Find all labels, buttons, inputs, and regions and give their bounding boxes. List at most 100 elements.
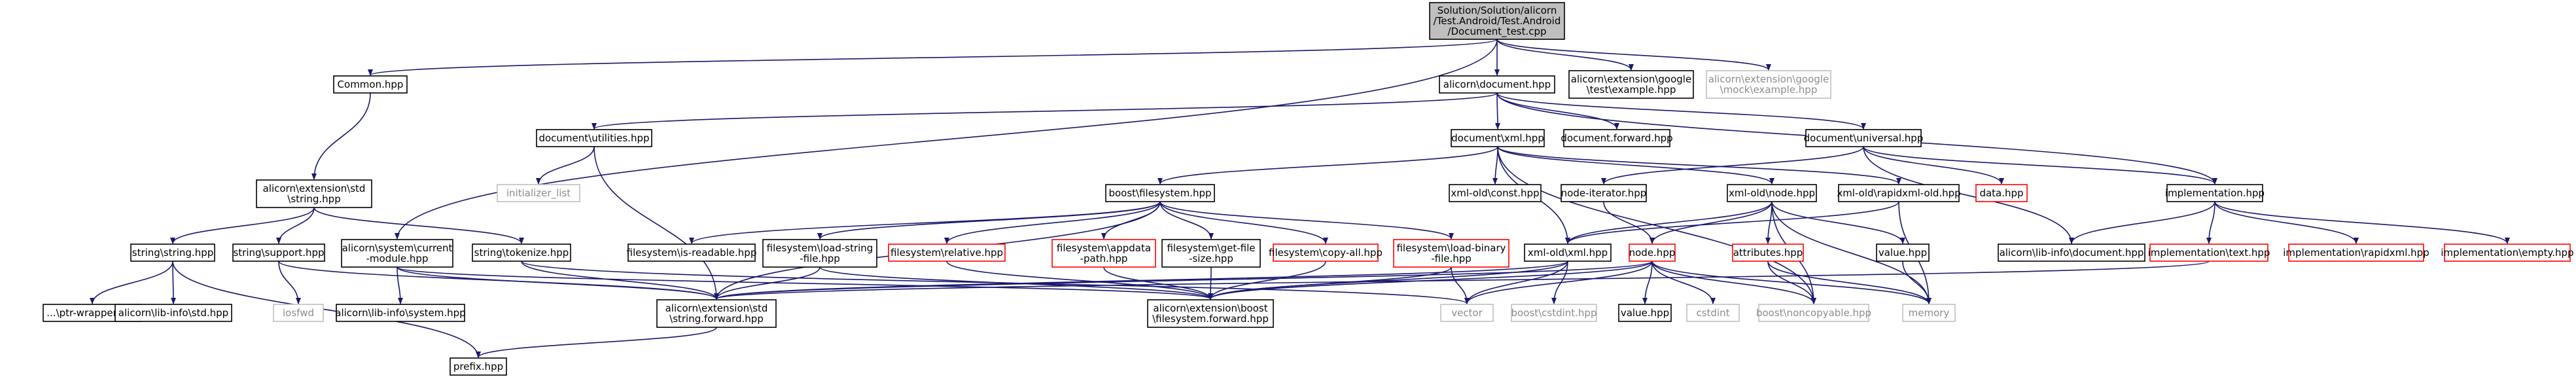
node-box xyxy=(115,304,232,322)
node-iosfwd[interactable]: iosfwd xyxy=(273,304,324,322)
edge-syscur-to-libsys xyxy=(397,266,403,304)
node-fscopy[interactable]: filesystem\copy-all.hpp xyxy=(1269,244,1383,262)
node-box xyxy=(1393,239,1509,268)
node-strtok[interactable]: string\tokenize.hpp xyxy=(472,244,571,262)
node-libdoc[interactable]: alicorn\lib-info\document.hpp xyxy=(1998,244,2145,262)
node-fsrel[interactable]: filesystem\relative.hpp xyxy=(888,244,1006,262)
node-impltext[interactable]: implementation\text.hpp xyxy=(2148,244,2270,262)
node-boostfs[interactable]: boost\filesystem.hpp xyxy=(1105,184,1215,202)
edge-fsappdata-to-boostfwd xyxy=(1103,266,1213,300)
node-root[interactable]: Solution/Solution/alicorn/Test.Android/T… xyxy=(1429,2,1565,40)
node-box xyxy=(2444,244,2571,262)
node-data[interactable]: data.hpp xyxy=(1975,184,2028,202)
node-label: xml-old\rapidxml-old.hpp xyxy=(1837,187,1960,199)
node-nodeiter[interactable]: node-iterator.hpp xyxy=(1561,184,1647,202)
node-label: boost\filesystem.hpp xyxy=(1108,187,1211,199)
node-label: filesystem\relative.hpp xyxy=(891,247,1003,259)
node-valuehpp1[interactable]: value.hpp xyxy=(1876,244,1930,262)
node-syscur[interactable]: alicorn\system\current-module.hpp xyxy=(341,239,453,268)
edge-impl-to-libdoc xyxy=(2069,201,2215,244)
node-vector[interactable]: vector xyxy=(1440,304,1494,322)
node-impl[interactable]: implementation.hpp xyxy=(2165,184,2265,202)
node-gtest[interactable]: alicorn\extension\google\test\example.hp… xyxy=(1568,70,1694,99)
node-libsys[interactable]: alicorn\lib-info\system.hpp xyxy=(335,304,466,322)
node-label: alicorn\system\current xyxy=(342,242,453,254)
node-libstd[interactable]: alicorn\lib-info\std.hpp xyxy=(115,304,232,322)
node-fsisread[interactable]: filesystem\is-readable.hpp xyxy=(627,244,757,262)
node-xml[interactable]: document\xml.hpp xyxy=(1451,129,1545,147)
node-boostfwd[interactable]: alicorn\extension\boost\filesystem.forwa… xyxy=(1147,299,1274,328)
node-xmloldnode[interactable]: xml-old\node.hpp xyxy=(1727,184,1817,202)
node-fsloadbin[interactable]: filesystem\load-binary-file.hpp xyxy=(1393,239,1509,268)
node-label: \string.forward.hpp xyxy=(669,313,764,325)
node-cstdint_b[interactable]: boost\cstdint.hpp xyxy=(1511,304,1597,322)
node-label: data.hpp xyxy=(1979,187,2023,199)
edge-boostfs-to-fsloadstr xyxy=(817,201,1161,240)
node-fsappdata[interactable]: filesystem\appdata-path.hpp xyxy=(1051,239,1156,268)
node-noncopy[interactable]: boost\noncopyable.hpp xyxy=(1756,304,1871,322)
node-box xyxy=(1440,304,1494,322)
edge-syscur-to-strfwd xyxy=(397,266,719,300)
node-memory[interactable]: memory xyxy=(1902,304,1956,322)
node-attrs[interactable]: attributes.hpp xyxy=(1732,244,1804,262)
edge-root-to-syscur xyxy=(395,39,1498,240)
node-implempty[interactable]: implementation\empty.hpp xyxy=(2441,244,2574,262)
node-box xyxy=(1629,244,1676,262)
node-box xyxy=(627,244,756,262)
node-strstring[interactable]: string\string.hpp xyxy=(130,244,215,262)
edge-universal-to-impl xyxy=(1863,146,2217,185)
node-label: document\xml.hpp xyxy=(1451,132,1544,144)
node-strsupport[interactable]: string\support.hpp xyxy=(232,244,325,262)
node-rapid[interactable]: xml-old\rapidxml-old.hpp xyxy=(1837,184,1961,202)
node-label: implementation\rapidxml.hpp xyxy=(2283,247,2429,259)
node-cstdint[interactable]: cstdint xyxy=(1686,304,1740,322)
node-label: \string.hpp xyxy=(287,193,340,205)
node-box xyxy=(2288,244,2424,262)
node-label: Solution/Solution/alicorn xyxy=(1438,5,1557,16)
node-label: memory xyxy=(1909,307,1950,319)
node-prefix[interactable]: prefix.hpp xyxy=(450,357,507,376)
node-label: /Test.Android/Test.Android xyxy=(1434,15,1561,27)
node-box xyxy=(1561,184,1647,202)
node-box xyxy=(1876,244,1930,262)
node-label: value.hpp xyxy=(1879,247,1927,259)
edge-impl-to-implrapid xyxy=(2214,201,2359,244)
node-box xyxy=(656,299,777,328)
node-fsgetsize[interactable]: filesystem\get-file-size.hpp xyxy=(1161,239,1261,268)
edge-fscopy-to-boostfwd xyxy=(1208,261,1326,300)
edge-xmloldnode-to-nodehpp xyxy=(1650,201,1773,244)
edge-stdstring-to-strsupport xyxy=(276,207,315,244)
node-universal[interactable]: document\universal.hpp xyxy=(1804,129,1924,147)
edge-xmloldxml-to-vector xyxy=(1464,261,1568,304)
node-stdstring[interactable]: alicorn\extension\std\string.hpp xyxy=(256,179,372,208)
edge-universal-to-nodeiter xyxy=(1601,146,1864,185)
node-box xyxy=(1524,244,1612,262)
node-common[interactable]: Common.hpp xyxy=(333,75,408,94)
node-initlist[interactable]: initializer_list xyxy=(497,184,580,202)
node-nodehpp[interactable]: node.hpp xyxy=(1629,244,1676,262)
edge-fsrel-to-boostfwd xyxy=(946,261,1213,300)
edge-xml-to-noncopy xyxy=(1497,146,1816,304)
edge-xml-to-xmloldconst xyxy=(1492,146,1498,185)
edge-document-to-xml xyxy=(1494,92,1500,130)
node-xmloldxml[interactable]: xml-old\xml.hpp xyxy=(1524,244,1612,262)
node-strfwd[interactable]: alicorn\extension\std\string.forward.hpp xyxy=(656,299,777,328)
node-implrapid[interactable]: implementation\rapidxml.hpp xyxy=(2283,244,2429,262)
edge-boostfs-to-fscopy xyxy=(1159,201,1328,244)
node-document[interactable]: alicorn\document.hpp xyxy=(1439,75,1555,94)
node-xmloldconst[interactable]: xml-old\const.hpp xyxy=(1449,184,1542,202)
edge-nodehpp-to-strfwd xyxy=(714,261,1653,300)
node-valuehpp2[interactable]: value.hpp xyxy=(1618,304,1672,322)
edge-boostfs-to-fsloadbin xyxy=(1159,201,1454,240)
node-box xyxy=(1732,244,1804,262)
node-box xyxy=(1568,70,1694,99)
node-label: alicorn\extension\std xyxy=(665,302,768,314)
node-box xyxy=(762,239,877,268)
node-gmock[interactable]: alicorn\extension\google\mock\example.hp… xyxy=(1706,70,1831,99)
node-docforward[interactable]: document.forward.hpp xyxy=(1561,129,1673,147)
node-utilities[interactable]: document\utilities.hpp xyxy=(536,129,652,147)
node-fsloadstr[interactable]: filesystem\load-string-file.hpp xyxy=(762,239,877,268)
edge-xmloldxml-to-boostfwd xyxy=(1208,261,1568,300)
node-box xyxy=(256,179,372,208)
